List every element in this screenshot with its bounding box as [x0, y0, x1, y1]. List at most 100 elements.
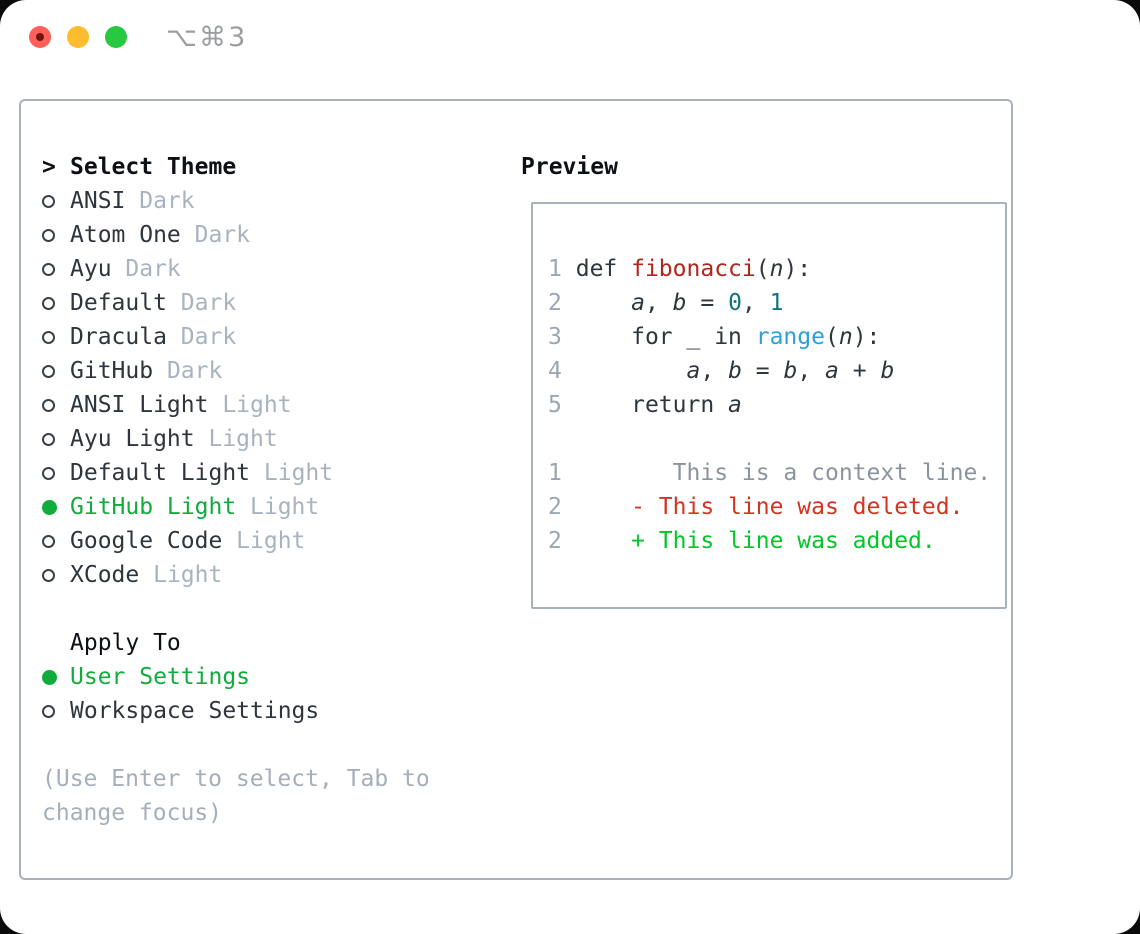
close-button-dot-icon [36, 33, 44, 41]
code-token: fibonacci [631, 256, 756, 282]
preview-line [548, 422, 1005, 456]
theme-name: XCode [70, 562, 154, 588]
radio-selected-icon [42, 499, 70, 515]
theme-variant-label: Light [153, 562, 223, 588]
apply-to-title: Apply To [70, 630, 181, 656]
code-token: range [755, 324, 825, 350]
preview-line: 1 This is a context line. [548, 456, 1005, 490]
theme-option-ansi-light[interactable]: ANSI Light Light [42, 388, 430, 422]
theme-variant-label: Dark [139, 188, 195, 214]
apply-option-label: User Settings [70, 664, 251, 690]
code-token: b [783, 358, 798, 384]
radio-icon [42, 432, 70, 446]
theme-option-default[interactable]: Default Dark [42, 286, 430, 320]
theme-variant-label: Dark [180, 290, 237, 316]
preview-line: 5 return a [548, 388, 1005, 422]
code-token: = [686, 290, 729, 316]
code-token: b [728, 358, 742, 384]
line-number: 2 [548, 494, 562, 520]
theme-name: Google Code [70, 528, 237, 554]
code-token: def [575, 256, 632, 282]
theme-variant-label: Dark [125, 256, 181, 282]
line-number: 2 [548, 528, 562, 554]
apply-option-workspace-settings[interactable]: Workspace Settings [42, 694, 430, 728]
window-shortcut-label: ⌥⌘3 [166, 22, 248, 53]
radio-selected-icon [42, 669, 70, 685]
code-token: + This line was added. [575, 528, 936, 554]
theme-name: Ayu Light [70, 426, 209, 452]
radio-icon [42, 228, 70, 242]
zoom-button[interactable] [105, 26, 127, 48]
code-token: = [741, 358, 784, 384]
code-token [576, 358, 687, 384]
code-token: ( [755, 256, 770, 282]
radio-icon [42, 466, 70, 480]
theme-variant-label: Light [222, 392, 292, 418]
theme-option-xcode[interactable]: XCode Light [42, 558, 430, 592]
theme-option-dracula[interactable]: Dracula Dark [42, 320, 430, 354]
theme-name: Default [70, 290, 181, 316]
theme-variant-label: Dark [194, 222, 251, 248]
code-token: b [672, 290, 687, 316]
apply-option-label: Workspace Settings [70, 698, 320, 724]
theme-variant-label: Light [236, 528, 306, 554]
preview-title: Preview [521, 154, 618, 180]
cursor-icon: > [42, 154, 56, 180]
code-token: 0 [728, 290, 742, 316]
theme-name: Atom One [70, 222, 195, 248]
theme-option-google-code[interactable]: Google Code Light [42, 524, 430, 558]
code-token: for _ in [575, 324, 756, 350]
preview-line: 4 a, b = b, a + b [548, 354, 1005, 388]
code-token: a [631, 290, 645, 316]
radio-icon [42, 398, 70, 412]
theme-option-default-light[interactable]: Default Light Light [42, 456, 430, 490]
theme-variant-label: Dark [166, 358, 223, 384]
code-token: , [644, 290, 673, 316]
radio-icon [42, 704, 70, 718]
line-number: 1 [548, 460, 562, 486]
code-token: This is a context line. [575, 460, 992, 486]
line-number: 2 [548, 290, 562, 316]
close-button[interactable] [29, 26, 51, 48]
theme-name: GitHub [70, 358, 167, 384]
preview-line: 2 + This line was added. [548, 524, 1005, 558]
preview-line: 3 for _ in range(n): [548, 320, 1005, 354]
radio-icon [42, 296, 70, 310]
code-token: b [880, 358, 895, 384]
code-token: a [686, 358, 701, 384]
theme-name: Default Light [70, 460, 264, 486]
help-text: (Use Enter to select, Tab to change focu… [42, 762, 430, 830]
theme-name: ANSI [70, 188, 140, 214]
code-token: a [728, 392, 742, 418]
code-token: a [825, 358, 839, 384]
apply-option-user-settings[interactable]: User Settings [42, 660, 430, 694]
code-token: 1 [769, 290, 784, 316]
theme-option-ayu-light[interactable]: Ayu Light Light [42, 422, 430, 456]
minimize-button[interactable] [67, 26, 89, 48]
line-number: 5 [548, 392, 562, 418]
code-token: return [575, 392, 729, 418]
radio-icon [42, 330, 70, 344]
radio-icon [42, 364, 70, 378]
help-line: (Use Enter to select, Tab to [42, 766, 430, 792]
theme-option-atom-one[interactable]: Atom One Dark [42, 218, 430, 252]
code-token: n [838, 324, 853, 350]
theme-option-ansi[interactable]: ANSI Dark [42, 184, 430, 218]
theme-variant-label: Light [208, 426, 278, 452]
code-token [576, 290, 631, 316]
theme-variant-label: Light [250, 494, 320, 520]
code-token: - This line was deleted. [575, 494, 964, 520]
preview-line: 1 def fibonacci(n): [548, 252, 1005, 286]
menu-title: Select Theme [70, 154, 237, 180]
theme-option-github[interactable]: GitHub Dark [42, 354, 430, 388]
code-token: , [741, 290, 770, 316]
theme-option-ayu[interactable]: Ayu Dark [42, 252, 430, 286]
code-token: ): [852, 324, 881, 350]
theme-name: Ayu [70, 256, 126, 282]
theme-name: GitHub Light [70, 494, 251, 520]
theme-option-github-light[interactable]: GitHub Light Light [42, 490, 430, 524]
code-token: + [838, 358, 881, 384]
apply-to-header-row: Apply To [42, 626, 430, 660]
